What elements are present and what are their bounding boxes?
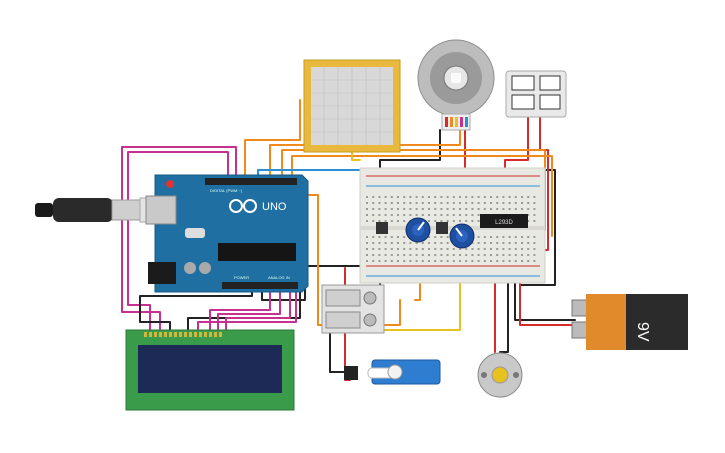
arduino-logo-icon (229, 199, 257, 213)
digital-header-label: DIGITAL (PWM ~) (210, 188, 243, 193)
pushbutton-1[interactable] (376, 222, 388, 234)
pushbutton-2[interactable] (436, 222, 448, 234)
power-supply-module[interactable] (505, 70, 567, 118)
power-header-label: POWER (234, 275, 249, 280)
wire-magenta-1[interactable] (127, 151, 229, 331)
potentiometer-2[interactable] (449, 223, 475, 249)
wire-black-1[interactable] (139, 289, 253, 331)
chip-label: L293D (495, 220, 513, 226)
atmega-chip (218, 243, 296, 261)
wire-black-3[interactable] (519, 169, 556, 286)
wire-red-1[interactable] (504, 114, 529, 173)
servo-motor[interactable] (344, 359, 441, 385)
wire-black-4[interactable] (514, 269, 576, 321)
capacitor-1 (184, 262, 196, 274)
power-analog-header (222, 282, 298, 289)
power-jack (148, 262, 176, 284)
dc-motor[interactable] (477, 352, 523, 398)
lcd-screen (138, 345, 282, 393)
motor-connector-pins (445, 117, 468, 127)
capacitor-2 (199, 262, 211, 274)
potentiometer-1[interactable] (405, 217, 431, 243)
lcd-display[interactable] (125, 329, 295, 411)
lcd-header-pins (144, 332, 222, 337)
wire-black-2[interactable] (261, 265, 381, 301)
wire-yellow-2[interactable] (351, 149, 361, 161)
wire-orange-5[interactable] (299, 194, 401, 326)
wire-magenta-2[interactable] (121, 146, 237, 331)
wire-lcd-bus-1[interactable] (209, 289, 271, 331)
analog-header-label: ANALOG IN (268, 275, 290, 280)
battery-9v[interactable]: 9V (571, 294, 688, 350)
touch-sensor-pad[interactable] (303, 59, 401, 153)
wire-lcd-bus-4[interactable] (197, 289, 297, 331)
arduino-uno[interactable]: DIGITAL (PWM ~) UNO POWER ANALOG IN (145, 174, 309, 293)
l293d-chip[interactable]: L293D (480, 214, 528, 228)
rotary-motor[interactable] (417, 39, 495, 131)
wire-orange-4[interactable] (291, 155, 553, 237)
crystal (185, 228, 205, 238)
usb-port (145, 195, 177, 225)
reset-button[interactable] (166, 180, 174, 188)
board-brand: UNO (262, 201, 287, 213)
relay-module[interactable] (321, 284, 385, 334)
battery-voltage: 9V (634, 322, 651, 342)
digital-header (205, 178, 297, 185)
wire-lcd-bus-3[interactable] (225, 289, 291, 331)
wire-orange-1[interactable] (244, 99, 301, 181)
